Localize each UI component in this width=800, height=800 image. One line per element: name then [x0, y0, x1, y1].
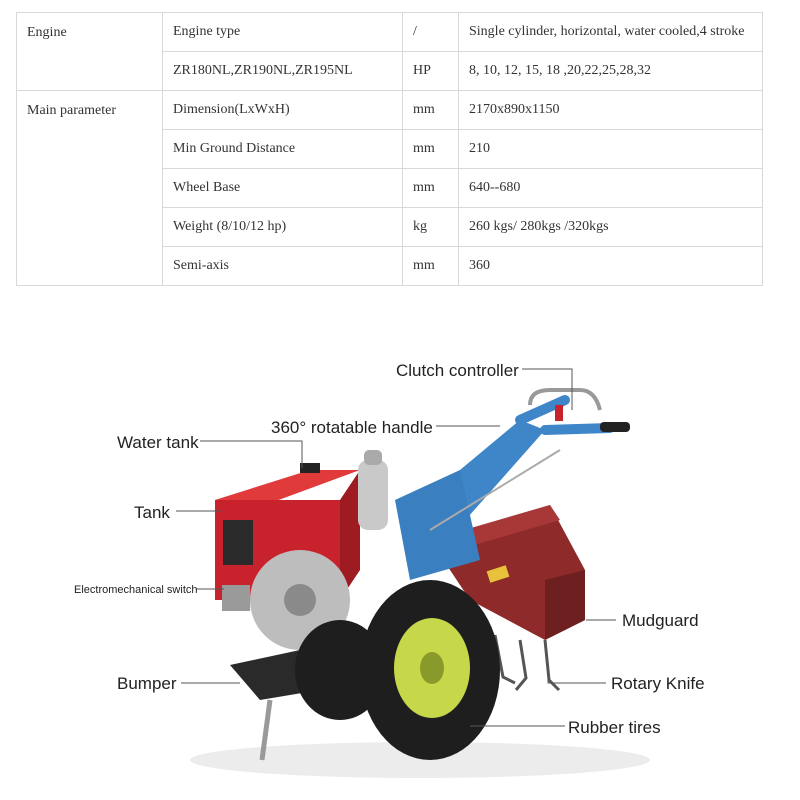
param-name-cell: ZR180NL,ZR190NL,ZR195NL [162, 51, 403, 91]
rear-wheel [295, 620, 385, 720]
table-row: Engine Engine type / Single cylinder, ho… [16, 12, 763, 91]
engine-top [215, 470, 360, 505]
table-row: Min Ground Distance mm 210 [17, 129, 763, 169]
label-tank: Tank [134, 503, 170, 522]
clutch-red-grip [555, 405, 563, 421]
unit-cell: mm [402, 246, 459, 286]
param-name-cell: Wheel Base [162, 168, 403, 208]
mudguard-side [545, 570, 585, 640]
value-cell: 260 kgs/ 280kgs /320kgs [458, 207, 763, 247]
radiator-grille [223, 520, 253, 565]
handle-frame [395, 388, 630, 580]
label-rotary-knife: Rotary Knife [611, 674, 705, 693]
label-electromechanical-switch: Electromechanical switch [74, 584, 198, 596]
param-name-cell: Engine type [162, 12, 403, 52]
unit-cell: HP [402, 51, 459, 91]
tiller-diagram: Clutch controller 360° rotatable handle … [74, 361, 705, 778]
table-row: ZR180NL,ZR190NL,ZR195NL HP 8, 10, 12, 15… [17, 51, 763, 91]
label-bumper: Bumper [117, 674, 177, 693]
unit-cell: / [402, 12, 459, 52]
table-row: Wheel Base mm 640--680 [17, 168, 763, 208]
unit-cell: mm [402, 168, 459, 208]
handle-bar-right [540, 423, 615, 435]
engine [215, 450, 388, 761]
param-name-cell: Min Ground Distance [162, 129, 403, 169]
electromechanical-switch-box [222, 585, 250, 611]
table-row: Weight (8/10/12 hp) kg 260 kgs/ 280kgs /… [17, 207, 763, 247]
category-cell: Engine [16, 12, 163, 91]
water-tank-cap [300, 463, 320, 473]
spec-table: Engine Engine type / Single cylinder, ho… [16, 12, 763, 286]
unit-cell: kg [402, 207, 459, 247]
control-rod [429, 449, 561, 531]
callout-lines [176, 368, 616, 727]
stand-leg [259, 699, 273, 761]
value-cell: 640--680 [458, 168, 763, 208]
label-clutch-controller: Clutch controller [396, 361, 519, 380]
warning-decal [486, 565, 510, 583]
param-name-cell: Weight (8/10/12 hp) [162, 207, 403, 247]
value-cell: 8, 10, 12, 15, 18 ,20,22,25,28,32 [458, 51, 763, 91]
label-rotatable-handle: 360° rotatable handle [271, 418, 433, 437]
label-water-tank: Water tank [117, 433, 199, 452]
category-cell: Main parameter [16, 90, 163, 286]
rim-hub [420, 652, 444, 684]
unit-cell: mm [402, 129, 459, 169]
value-cell: 210 [458, 129, 763, 169]
wheels [295, 580, 500, 760]
table-row: Semi-axis mm 360 [17, 246, 763, 286]
handle-grip [600, 422, 630, 432]
table-row: Main parameter Dimension(LxWxH) mm 2170x… [16, 90, 763, 286]
flywheel-hub [284, 584, 316, 616]
unit-cell: mm [402, 90, 459, 130]
engine-side [340, 470, 360, 600]
handle-bar-left [515, 395, 570, 425]
label-mudguard: Mudguard [622, 611, 699, 630]
param-name-cell: Dimension(LxWxH) [162, 90, 403, 130]
clutch-lever [528, 388, 602, 411]
value-cell: 2170x890x1150 [458, 90, 763, 130]
exhaust-pipe [364, 450, 382, 465]
value-cell: 360 [458, 246, 763, 286]
value-cell: Single cylinder, horizontal, water coole… [458, 12, 763, 52]
exhaust-muffler [358, 460, 388, 530]
ground-shadow [190, 742, 650, 778]
label-rubber-tires: Rubber tires [568, 718, 661, 737]
param-name-cell: Semi-axis [162, 246, 403, 286]
